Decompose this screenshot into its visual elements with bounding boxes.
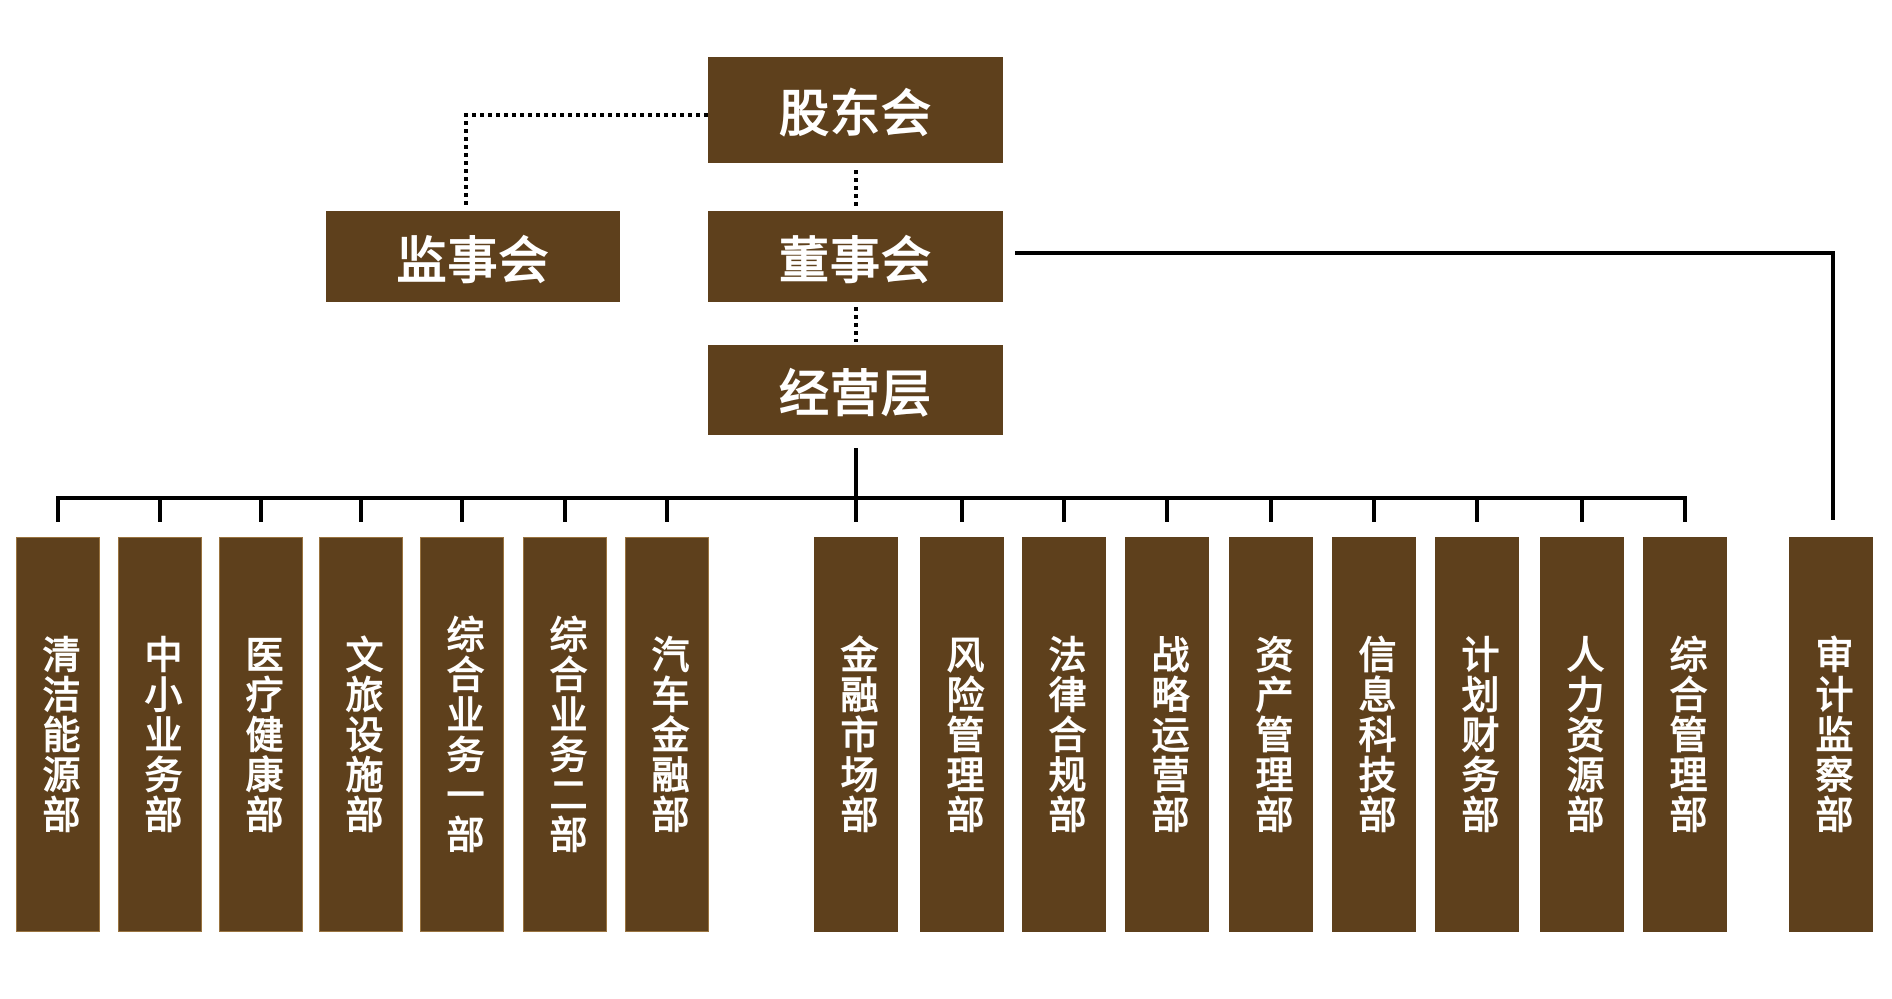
supervisory-board-label: 监事会 <box>396 231 550 290</box>
department-box: 综合业务一部 <box>420 537 504 932</box>
board-of-directors-label: 董事会 <box>779 231 932 290</box>
department-box: 中小业务部 <box>118 537 202 932</box>
shareholders-box: 股东会 <box>708 57 1003 163</box>
management-label: 经营层 <box>779 365 932 423</box>
audit-connector <box>1015 251 1835 520</box>
department-box: 金融市场部 <box>814 537 898 932</box>
department-box: 人力资源部 <box>1540 537 1624 932</box>
department-drop-lines <box>56 498 1687 522</box>
department-box: 战略运营部 <box>1125 537 1209 932</box>
board-of-directors-box: 董事会 <box>708 211 1003 302</box>
shareholders-label: 股东会 <box>779 85 932 143</box>
department-box: 医疗健康部 <box>219 537 303 932</box>
department-box: 汽车金融部 <box>625 537 709 932</box>
department-box: 清洁能源部 <box>16 537 100 932</box>
department-box: 综合业务二部 <box>523 537 607 932</box>
dotted-connector-supervisory <box>464 113 708 208</box>
department-box: 资产管理部 <box>1229 537 1313 932</box>
audit-department-box: 审计监察部 <box>1789 537 1873 932</box>
management-box: 经营层 <box>708 345 1003 435</box>
department-box: 法律合规部 <box>1022 537 1106 932</box>
supervisory-board-box: 监事会 <box>326 211 620 302</box>
department-box: 文旅设施部 <box>319 537 403 932</box>
department-box: 综合管理部 <box>1643 537 1727 932</box>
department-box: 风险管理部 <box>920 537 1004 932</box>
department-box: 信息科技部 <box>1332 537 1416 932</box>
department-box: 计划财务部 <box>1435 537 1519 932</box>
